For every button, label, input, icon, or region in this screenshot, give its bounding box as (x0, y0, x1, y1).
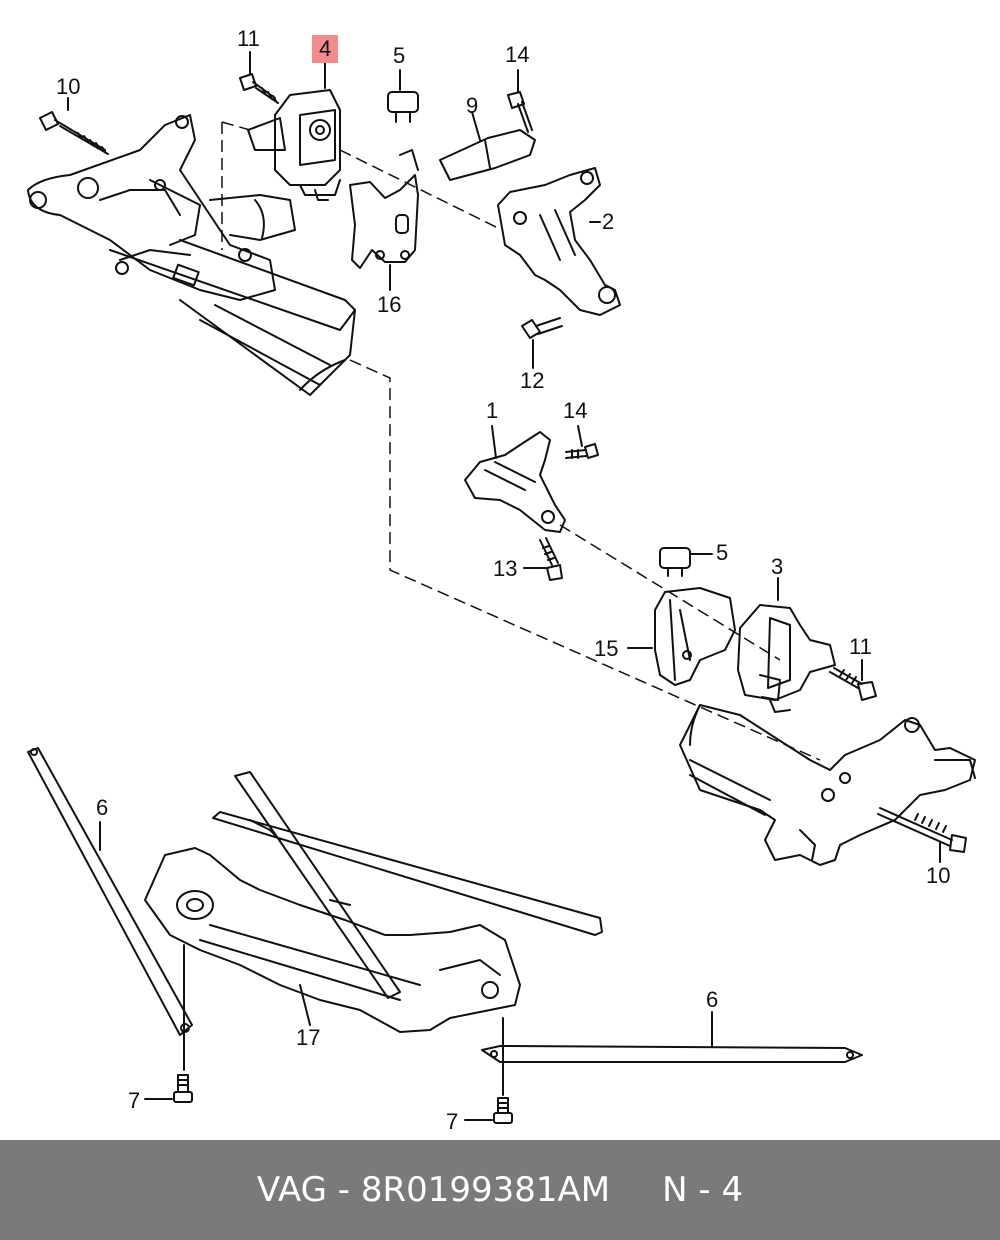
bracket-15 (627, 587, 736, 686)
engine-mount-4 (247, 61, 341, 201)
callout-12: 12 (520, 368, 545, 393)
callout-3: 3 (771, 554, 784, 579)
bracket-2 (497, 167, 621, 316)
bracket-1 (464, 425, 566, 533)
callout-10-upper: 10 (56, 74, 81, 99)
callout-13: 13 (493, 556, 518, 581)
strut-6-left (27, 747, 193, 1036)
callout-9: 9 (466, 93, 479, 118)
bolt-14-upper (507, 69, 533, 133)
callout-1: 1 (486, 398, 499, 423)
part-number-footer: VAG - 8R0199381AM N - 4 (0, 1140, 1000, 1240)
callout-4-highlighted: 4 (312, 35, 339, 63)
bolt-7-right (464, 1017, 513, 1124)
bolt-14-middle (565, 425, 599, 459)
bolt-10-lower (877, 807, 967, 863)
callout-5-upper: 5 (393, 43, 406, 68)
callout-5-middle: 5 (716, 540, 729, 565)
bolt-13 (523, 537, 563, 581)
engine-mount-3 (737, 577, 836, 713)
callout-14-middle: 14 (563, 398, 588, 423)
assembly-line-mount4 (339, 149, 499, 229)
bolt-12 (521, 317, 563, 369)
bolt-11-upper (239, 51, 279, 104)
callout-6-left: 6 (96, 795, 109, 820)
left-subframe-section (27, 114, 356, 396)
callout-11-middle: 11 (849, 634, 872, 659)
part-number-label: VAG - 8R0199381AM (256, 1170, 611, 1210)
bolt-7-left (144, 944, 193, 1103)
bracket-16 (349, 149, 419, 291)
callout-17: 17 (296, 1025, 321, 1050)
callout-14-upper: 14 (505, 42, 530, 67)
callout-10-lower: 10 (926, 863, 951, 888)
buffer-5-upper (387, 69, 419, 123)
buffer-5-middle (659, 547, 713, 577)
assembly-line-upper-2 (221, 121, 251, 131)
assembly-line-center (349, 359, 821, 761)
assembly-line-middle (559, 524, 781, 661)
callout-7-right: 7 (446, 1109, 459, 1134)
right-subframe-section (679, 704, 976, 866)
bolt-10-upper (39, 97, 109, 155)
callout-2: 2 (602, 209, 615, 234)
callout-11-upper: 11 (237, 26, 260, 51)
callout-16: 16 (377, 292, 402, 317)
cradle-17 (144, 771, 603, 1033)
bolt-11-middle (829, 659, 877, 701)
callout-7-left: 7 (128, 1088, 141, 1113)
position-label: N - 4 (662, 1170, 744, 1210)
exploded-parts-diagram (27, 51, 976, 1124)
heat-shield-9 (439, 111, 536, 181)
callout-6-right: 6 (706, 987, 719, 1012)
callout-15: 15 (594, 636, 619, 661)
strut-6-right (481, 1011, 863, 1063)
